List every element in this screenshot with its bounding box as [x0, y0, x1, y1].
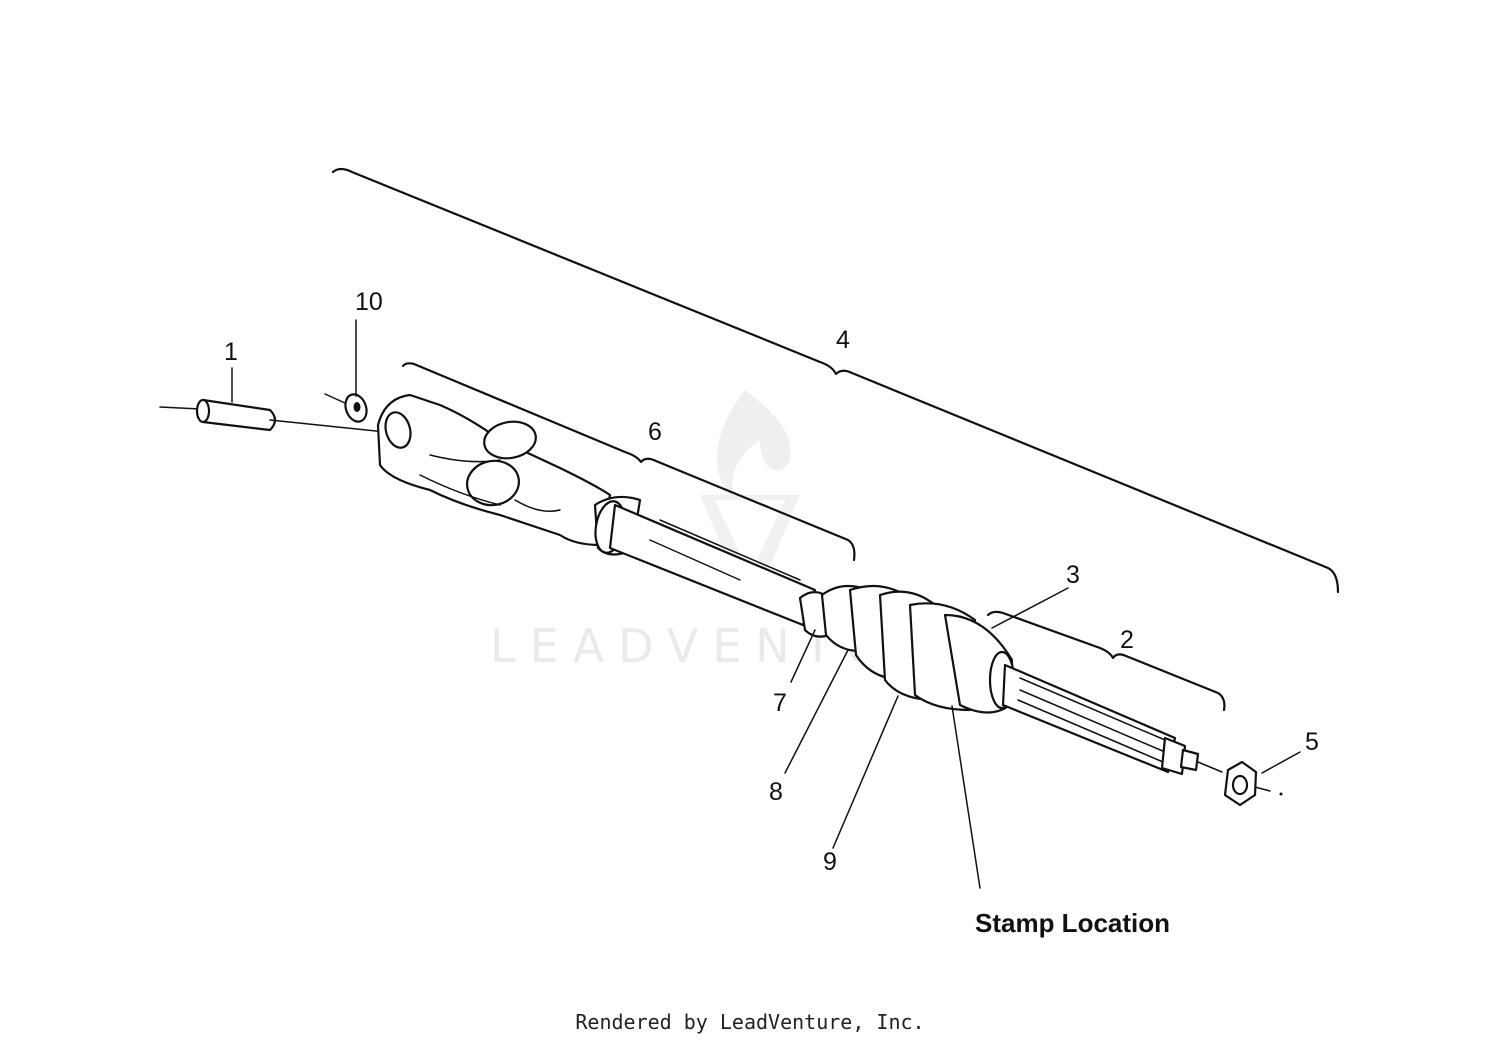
callout-9: 9: [823, 848, 837, 876]
stub-shaft: [1001, 663, 1223, 776]
u-joint-yoke: [376, 393, 642, 556]
callout-7: 7: [773, 689, 787, 717]
leader-lines: [231, 319, 1301, 889]
callout-4: 4: [836, 326, 850, 354]
pin-part-1: [159, 398, 396, 434]
cv-boot-assembly: [798, 584, 1016, 714]
callout-10: 10: [355, 288, 383, 316]
callout-5: 5: [1305, 728, 1319, 756]
drive-shaft: [608, 503, 817, 627]
callout-6: 6: [648, 418, 662, 446]
callout-8: 8: [769, 778, 783, 806]
stamp-location-label: Stamp Location: [975, 908, 1170, 938]
bracket-6: [401, 362, 856, 562]
bracket-2: [986, 610, 1226, 712]
callout-3: 3: [1066, 561, 1080, 589]
castle-nut-part-5: [1223, 760, 1283, 807]
washer-part-10: [324, 393, 368, 423]
callout-2: 2: [1120, 626, 1134, 654]
callout-1: 1: [224, 338, 238, 366]
bracket-4: [331, 167, 1340, 594]
footer-credit: Rendered by LeadVenture, Inc.: [575, 1010, 925, 1034]
